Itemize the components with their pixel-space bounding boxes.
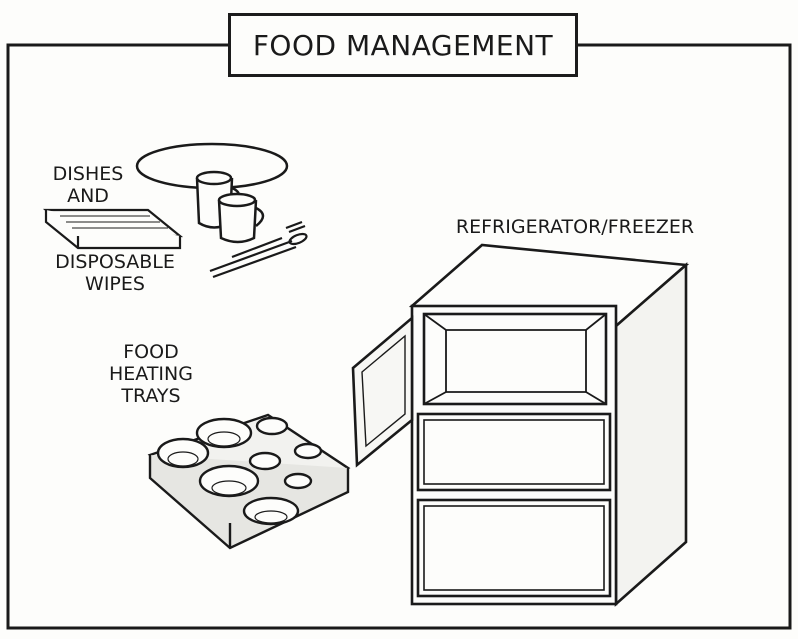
refrigerator-freezer — [353, 245, 686, 604]
fridge-compartment-opening — [424, 314, 606, 404]
label-dishes-line2: AND — [42, 185, 134, 207]
freezer-drawer-lower — [418, 500, 610, 596]
wipes-package — [46, 210, 180, 248]
label-dishes-line1: DISHES — [42, 163, 134, 185]
title-box: FOOD MANAGEMENT — [228, 13, 578, 77]
label-trays-line3: TRAYS — [86, 385, 216, 407]
food-heating-tray — [150, 415, 348, 548]
label-trays-line1: FOOD — [86, 341, 216, 363]
label-trays-line2: HEATING — [86, 363, 216, 385]
label-wipes-line2: WIPES — [30, 273, 200, 295]
label-wipes-line1: DISPOSABLE — [30, 251, 200, 273]
label-dishes: DISHES AND — [42, 163, 134, 207]
fridge-open-door — [353, 318, 412, 465]
fridge-side — [616, 265, 686, 604]
label-wipes: DISPOSABLE WIPES — [30, 251, 200, 295]
freezer-drawer-upper — [418, 414, 610, 490]
label-refrigerator-freezer: REFRIGERATOR/FREEZER — [430, 216, 720, 238]
page-title: FOOD MANAGEMENT — [253, 29, 553, 62]
label-food-heating-trays: FOOD HEATING TRAYS — [86, 341, 216, 407]
